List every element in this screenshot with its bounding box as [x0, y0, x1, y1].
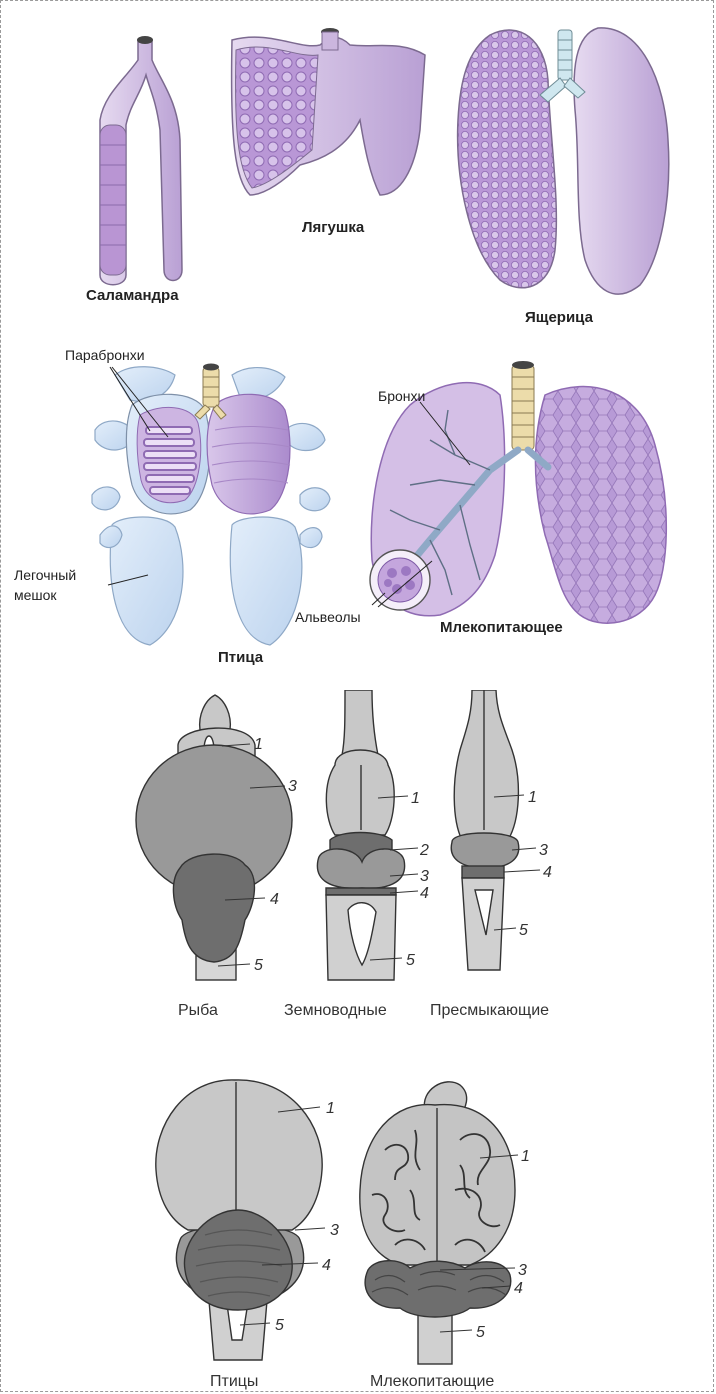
bird-num-5: 5: [275, 1317, 284, 1334]
lungs-bottom-row: Парабронхи Легочный мешок Птица: [0, 335, 716, 675]
brains-row-1: 1 3 4 5 Рыба 1 2 3 4 5 Земноводные 1 3 4…: [0, 690, 716, 1040]
brains-row-2: 1 3 4 5 Птицы 1 3 4 5 Млеко: [0, 1070, 716, 1394]
amphibian-num-2: 2: [419, 842, 429, 859]
bird-label: Птица: [218, 649, 264, 666]
mammal-brain-illustration: [360, 1082, 515, 1364]
mammal-num-1: 1: [521, 1148, 530, 1165]
lungs-top-row: Саламандра Лягушка Ящерица: [0, 0, 716, 335]
bird-num-4: 4: [322, 1257, 331, 1274]
amphibian-num-5: 5: [406, 952, 415, 969]
frog-lungs-illustration: [232, 28, 425, 195]
amphibian-num-4: 4: [420, 885, 429, 902]
lung-sac-label-line2: мешок: [14, 587, 57, 603]
alveoli-label: Альвеолы: [295, 609, 361, 625]
bird-brain-illustration: [156, 1080, 322, 1360]
fish-num-1: 1: [254, 736, 263, 753]
fish-caption: Рыба: [178, 1002, 218, 1019]
lung-sac-label-line1: Легочный: [14, 567, 76, 583]
mammal-num-5: 5: [476, 1324, 485, 1341]
bird-num-1: 1: [326, 1100, 335, 1117]
reptile-caption: Пресмыкающие: [430, 1002, 549, 1019]
amphibian-caption: Земноводные: [284, 1002, 387, 1019]
lizard-label: Ящерица: [525, 309, 594, 326]
fish-num-5: 5: [254, 957, 263, 974]
lizard-lungs-illustration: [458, 28, 669, 294]
fish-num-4: 4: [270, 891, 279, 908]
frog-label: Лягушка: [302, 219, 365, 236]
mammal-num-4: 4: [514, 1280, 523, 1297]
mammal-label: Млекопитающее: [440, 619, 563, 636]
amphibian-num-3: 3: [420, 868, 429, 885]
bird-num-3: 3: [330, 1222, 339, 1239]
bird-lungs-illustration: [92, 364, 330, 646]
fish-brain-illustration: [136, 695, 292, 980]
birds-caption: Птицы: [210, 1373, 258, 1390]
salamander-lungs-illustration: [100, 36, 182, 285]
fish-num-3: 3: [288, 778, 297, 795]
mammal-num-3: 3: [518, 1262, 527, 1279]
reptile-num-5: 5: [519, 922, 528, 939]
reptile-num-3: 3: [539, 842, 548, 859]
amphibian-num-1: 1: [411, 790, 420, 807]
salamander-label: Саламандра: [86, 287, 179, 304]
amphibian-brain-illustration: [317, 690, 404, 980]
parabronchi-label: Парабронхи: [65, 347, 145, 363]
mammals-caption: Млекопитающие: [370, 1373, 494, 1390]
bronchi-label: Бронхи: [378, 388, 425, 404]
reptile-num-1: 1: [528, 789, 537, 806]
reptile-num-4: 4: [543, 864, 552, 881]
reptile-brain-illustration: [451, 690, 519, 970]
